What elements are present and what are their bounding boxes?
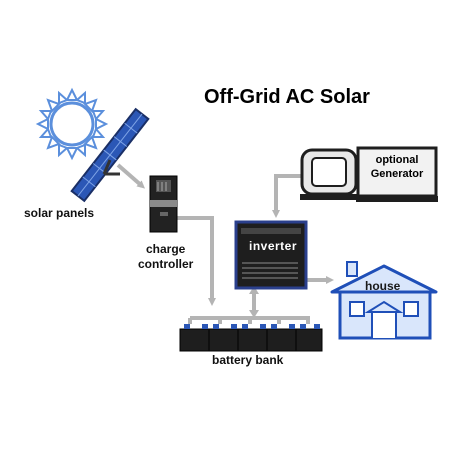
double-arrow-head-down <box>249 310 259 318</box>
generator-label-line2: Generator <box>370 168 424 180</box>
charge-controller-icon <box>149 175 178 233</box>
house-label: house <box>365 279 401 293</box>
connection-lines <box>116 163 334 324</box>
generator-label: optional Generator <box>360 153 434 181</box>
arrow-generator-to-inverter <box>272 174 302 218</box>
arrow-controller-to-bank <box>176 216 216 306</box>
solar-panels-label: solar panels <box>24 206 95 220</box>
house-icon <box>330 261 438 340</box>
double-arrow-head-up <box>249 286 259 294</box>
charge-controller-label-line2: controller <box>138 257 194 271</box>
charge-controller-label-line1: charge <box>145 242 186 256</box>
charge-controller-label: charge controller <box>138 242 193 272</box>
solar-panel-stand <box>102 159 120 176</box>
battery-icon <box>179 324 323 352</box>
battery-bus-line <box>188 316 310 324</box>
generator-icon <box>300 146 438 202</box>
diagram-title: Off-Grid AC Solar <box>204 86 370 108</box>
inverter-label: inverter <box>248 239 298 253</box>
arrow-panel-to-controller <box>116 163 146 189</box>
inverter-icon <box>234 220 308 290</box>
battery-bank-label: battery bank <box>212 353 284 367</box>
generator-label-line1: optional <box>375 154 419 166</box>
sun-icon <box>35 87 109 161</box>
